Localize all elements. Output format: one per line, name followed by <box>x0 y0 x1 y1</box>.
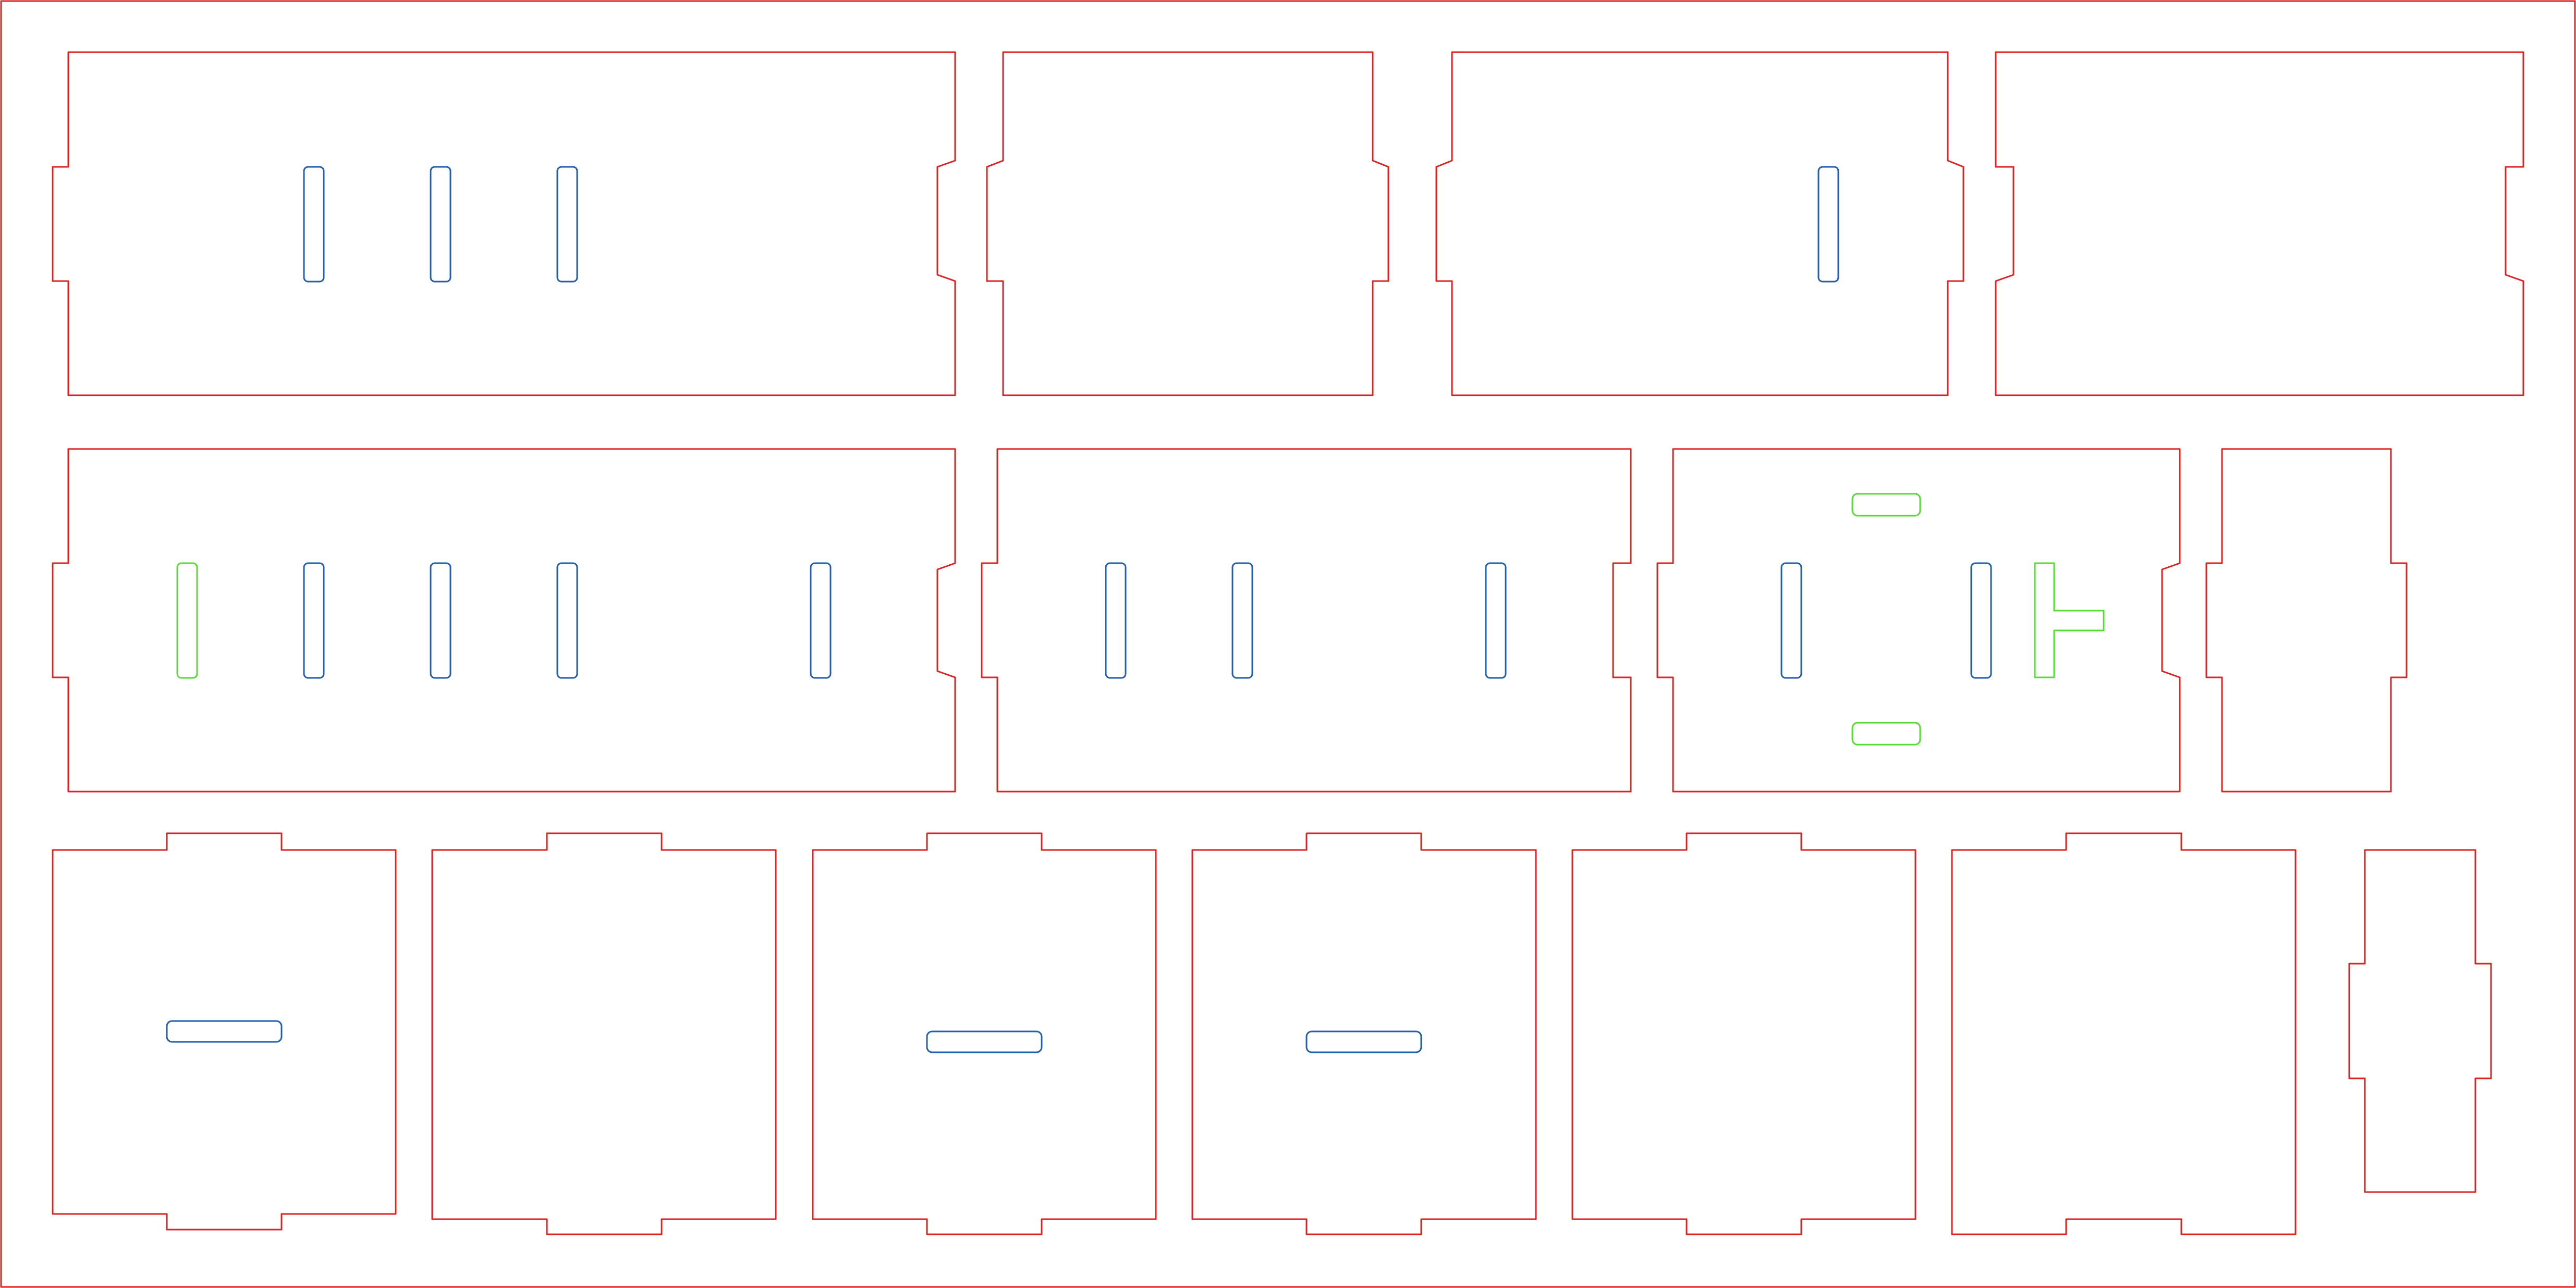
slot <box>1231 562 1253 679</box>
panel-outline <box>52 448 956 793</box>
slot <box>166 1020 283 1043</box>
slot <box>926 1030 1043 1053</box>
slot <box>303 562 325 679</box>
panel-outline <box>2205 448 2408 793</box>
slot <box>1305 1030 1422 1053</box>
row-1-panels <box>52 51 2524 396</box>
panel-outline <box>1435 51 1964 396</box>
slot <box>810 562 832 679</box>
panel-outline <box>1191 832 1537 1235</box>
row-2-panels <box>52 448 2408 793</box>
slot <box>1970 562 1992 679</box>
panel-outline <box>52 832 397 1231</box>
slot <box>1105 562 1127 679</box>
row-3-panels <box>52 832 2492 1235</box>
panel-outline <box>1951 832 2297 1235</box>
slot <box>303 166 325 283</box>
slot <box>556 562 578 679</box>
panel-outline <box>1656 448 2181 793</box>
slot <box>176 562 198 679</box>
slot <box>1817 166 1839 283</box>
panel-outline <box>52 51 956 396</box>
slot <box>430 562 451 679</box>
panel-outline <box>986 51 1389 396</box>
slot <box>430 166 451 283</box>
panel-outline <box>1571 832 1916 1235</box>
t-slot <box>2034 562 2105 678</box>
slot <box>556 166 578 283</box>
slot <box>1780 562 1802 679</box>
panel-outline <box>1995 51 2524 396</box>
slot <box>1485 562 1507 679</box>
panel-outline <box>812 832 1157 1235</box>
panel-outline <box>431 832 777 1235</box>
panel-outline <box>981 448 1632 793</box>
panel-outline <box>2348 849 2492 1193</box>
slot <box>1851 722 1921 746</box>
slot <box>1851 493 1921 517</box>
